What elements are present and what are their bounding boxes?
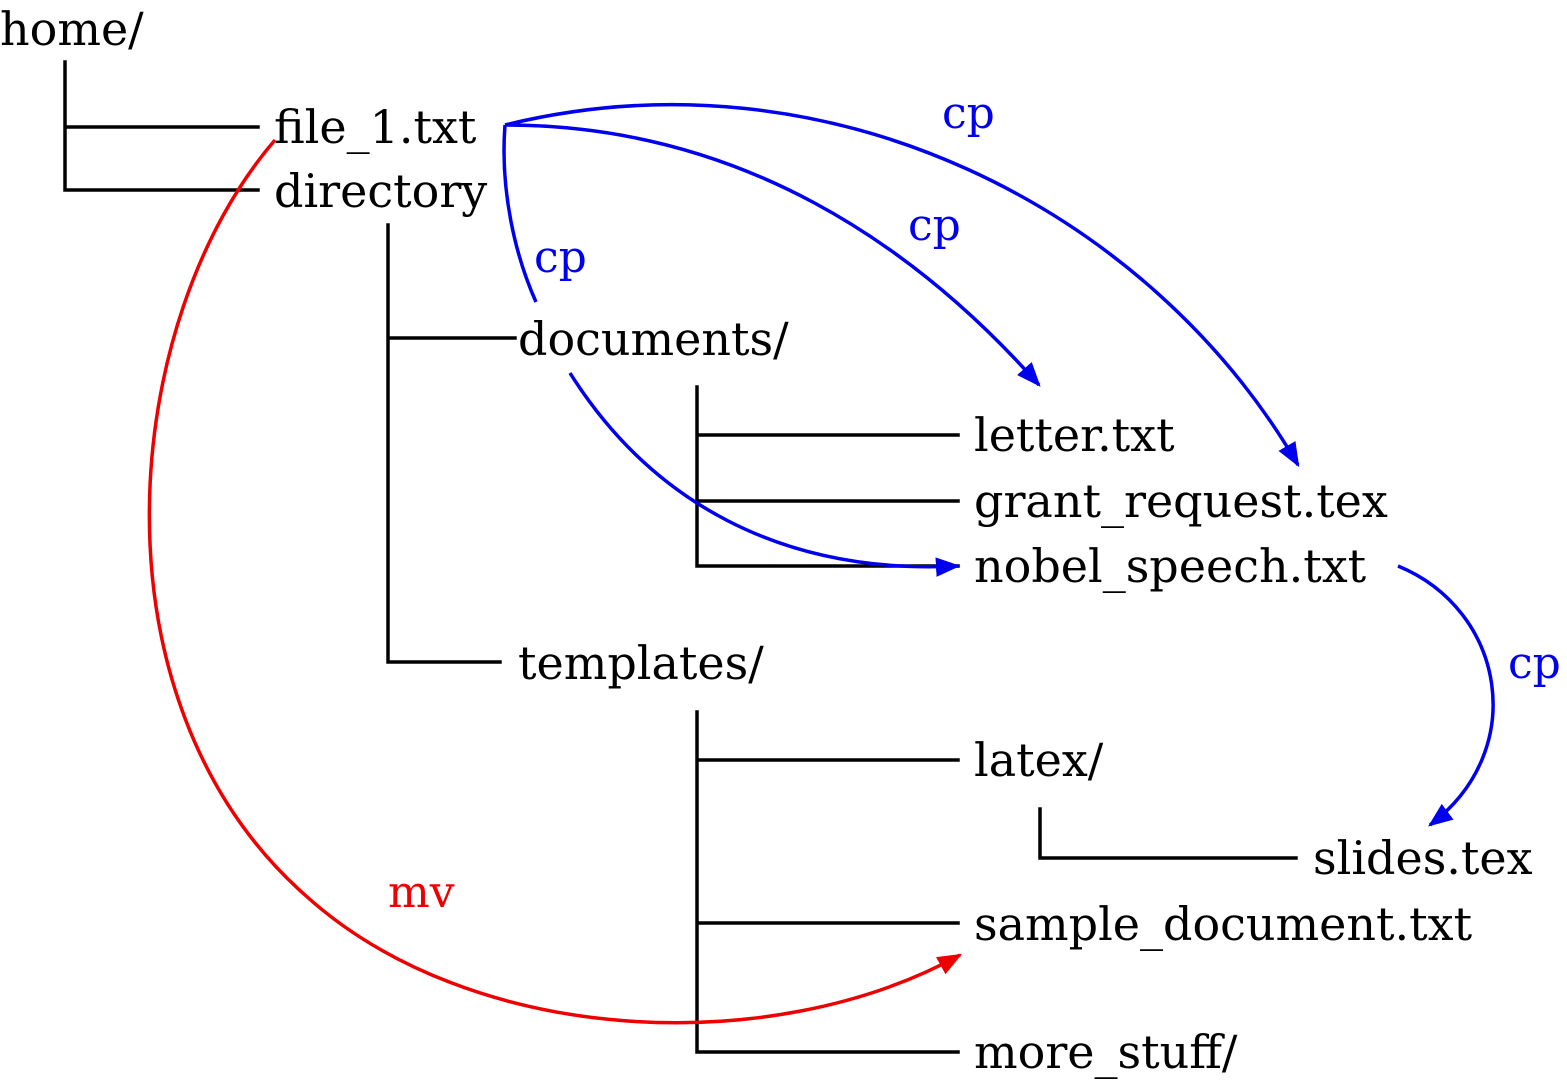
cp-arrow-nobel-speech-lower — [568, 372, 961, 577]
node-grant-request: grant_request.tex — [974, 474, 1388, 528]
tree-connectors — [63, 60, 1298, 1054]
node-more-stuff: more_stuff/ — [974, 1025, 1238, 1079]
cp-arrow-grant-request — [504, 103, 1300, 468]
cp-arrow-nobel-speech-upper — [502, 124, 538, 303]
cp-label-grant-request: cp — [942, 88, 995, 139]
cp-label-nobel-speech: cp — [534, 232, 587, 283]
node-nobel-speech: nobel_speech.txt — [974, 539, 1367, 593]
cp-arrow-slides — [1397, 564, 1495, 827]
node-latex: latex/ — [974, 733, 1104, 787]
node-file-1: file_1.txt — [274, 100, 477, 154]
node-letter: letter.txt — [974, 408, 1175, 462]
operation-labels: cp cp cp cp mv — [388, 88, 1561, 918]
node-slides: slides.tex — [1313, 831, 1533, 885]
cp-arrow-letter — [504, 123, 1041, 387]
directory-connector — [386, 223, 517, 664]
home-connector — [63, 60, 260, 192]
mv-label-sample-document: mv — [388, 867, 455, 918]
tree-nodes: home/ file_1.txt directory documents/ le… — [0, 2, 1533, 1079]
node-templates: templates/ — [518, 636, 764, 690]
latex-connector — [1038, 807, 1298, 860]
node-sample-document: sample_document.txt — [974, 897, 1473, 951]
cp-label-slides: cp — [1508, 638, 1561, 689]
cp-label-letter: cp — [908, 200, 961, 251]
documents-connector — [695, 385, 960, 568]
node-documents: documents/ — [518, 312, 789, 366]
mv-arrow-sample-document — [147, 138, 963, 1025]
operation-arrows — [147, 103, 1495, 1025]
node-home: home/ — [0, 2, 144, 56]
templates-connector — [695, 710, 960, 1054]
node-directory: directory — [274, 164, 487, 218]
